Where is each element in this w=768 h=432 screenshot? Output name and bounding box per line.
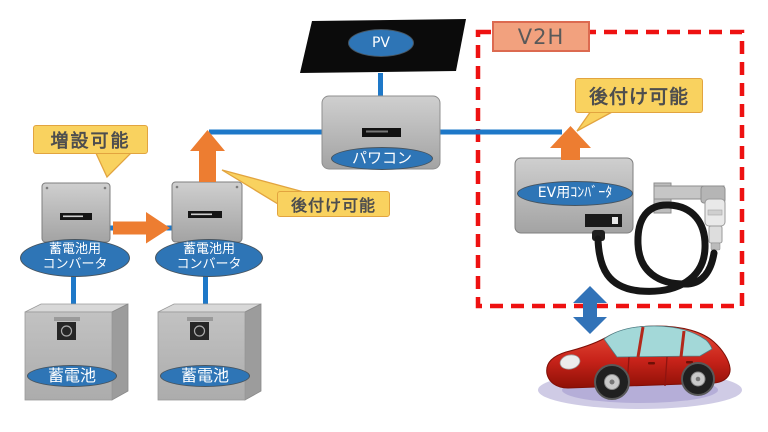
callout-retrofit-right: 後付け可能 xyxy=(575,78,703,113)
power-conditioner-label-text: パワコン xyxy=(351,148,412,167)
power-conditioner-label-oval: パワコン xyxy=(331,147,433,170)
ev-converter-label-text: EV用ｺﾝﾊﾞｰﾀ xyxy=(537,185,613,202)
car-windows xyxy=(603,325,713,358)
battery-converter-1-label-text: 蓄電池用 コンバータ xyxy=(42,242,108,272)
pv-label-text: PV xyxy=(371,34,391,51)
battery-converter-2-label-oval: 蓄電池用 コンバータ xyxy=(155,239,263,277)
tail-retrofit-right xyxy=(576,110,615,132)
battery-1-emblem xyxy=(57,322,76,340)
arrow-evconverter-up xyxy=(550,126,591,160)
ev-converter-label-oval: EV用ｺﾝﾊﾞｰﾀ xyxy=(517,181,633,206)
callout-expandable-text: 増設可能 xyxy=(50,130,131,152)
tail-expandable xyxy=(93,150,135,179)
battery-converter-1-box xyxy=(41,182,111,243)
arrow-converter2-up xyxy=(190,130,225,182)
callout-expandable: 増設可能 xyxy=(33,125,148,154)
pv-label-oval: PV xyxy=(348,29,414,57)
car-headlight xyxy=(559,354,581,370)
orange-arrows xyxy=(113,126,591,244)
battery-2-emblem xyxy=(190,322,209,340)
battery-2-label-oval: 蓄電池 xyxy=(160,365,250,387)
callout-retrofit-right-text: 後付け可能 xyxy=(588,86,689,108)
charging-cable xyxy=(594,201,718,295)
charging-connector xyxy=(704,198,726,251)
callout-retrofit-left-text: 後付け可能 xyxy=(290,196,376,215)
battery-converter-2-box xyxy=(171,181,243,243)
battery-2-label-text: 蓄電池 xyxy=(180,365,229,385)
arrow-charge-discharge xyxy=(573,286,607,334)
v2h-zone-label-text: V2H xyxy=(517,24,565,49)
battery-1-label-oval: 蓄電池 xyxy=(27,365,117,387)
ev-car xyxy=(538,325,742,409)
arrow-add-converter xyxy=(113,212,170,244)
battery-1-label-text: 蓄電池 xyxy=(47,365,96,385)
v2h-zone-label: V2H xyxy=(492,21,590,52)
car-wheels xyxy=(594,362,715,400)
battery-converter-1-label-oval: 蓄電池用 コンバータ xyxy=(20,239,130,277)
charging-cable-holder xyxy=(653,182,726,251)
v2h-zone-dashed-border xyxy=(475,29,745,309)
callout-retrofit-left: 後付け可能 xyxy=(277,191,390,217)
battery-converter-2-label-text: 蓄電池用 コンバータ xyxy=(176,242,242,272)
